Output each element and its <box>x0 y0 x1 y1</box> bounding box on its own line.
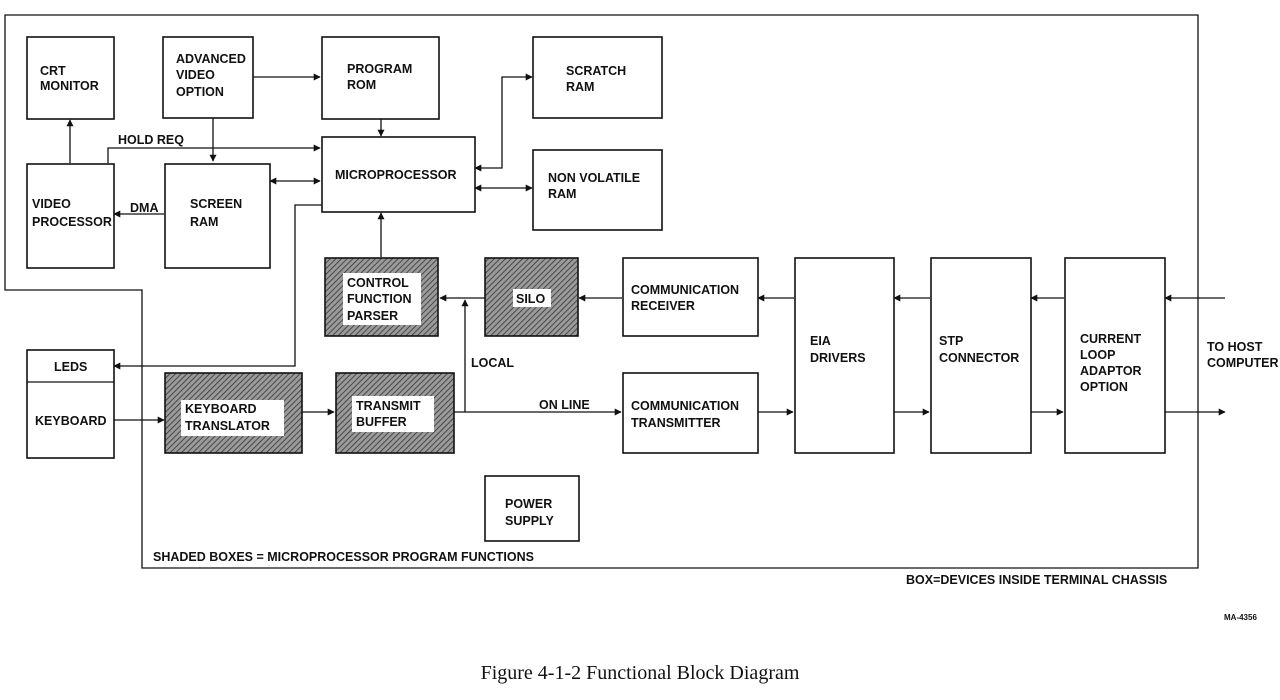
eia-drivers-label-2: DRIVERS <box>810 351 866 365</box>
figure-id: MA-4356 <box>1224 613 1257 622</box>
control-function-parser-label-1: CONTROL <box>347 276 409 290</box>
control-function-parser-block: CONTROL FUNCTION PARSER <box>324 257 439 337</box>
scratch-ram-label-2: RAM <box>566 80 594 94</box>
non-volatile-ram-label-1: NON VOLATILE <box>548 171 640 185</box>
power-supply-label-2: SUPPLY <box>505 514 555 528</box>
program-rom-label-1: PROGRAM <box>347 62 412 76</box>
communication-transmitter-label-1: COMMUNICATION <box>631 399 739 413</box>
control-function-parser-label-2: FUNCTION <box>347 292 412 306</box>
figure-caption: Figure 4-1-2 Functional Block Diagram <box>481 662 800 684</box>
video-processor-block: VIDEO PROCESSOR <box>26 163 115 269</box>
screen-ram-label-2: RAM <box>190 215 218 229</box>
on-line-label: ON LINE <box>539 398 590 412</box>
video-processor-label-1: VIDEO <box>32 197 71 211</box>
box-devices-note: BOX=DEVICES INSIDE TERMINAL CHASSIS <box>906 573 1167 587</box>
non-volatile-ram-block: NON VOLATILE RAM <box>532 149 663 231</box>
local-label: LOCAL <box>471 356 514 370</box>
non-volatile-ram-label-2: RAM <box>548 187 576 201</box>
communication-receiver-label-2: RECEIVER <box>631 299 695 313</box>
hold-req-label: HOLD REQ <box>118 133 184 147</box>
microprocessor-label: MICROPROCESSOR <box>335 168 457 182</box>
current-loop-adaptor-option-block: CURRENT LOOP ADAPTOR OPTION <box>1064 257 1166 454</box>
power-supply-label-1: POWER <box>505 497 552 511</box>
crt-monitor-label-2: MONITOR <box>40 79 99 93</box>
program-rom-label-2: ROM <box>347 78 376 92</box>
connections <box>66 73 1226 424</box>
current-loop-label-3: ADAPTOR <box>1080 364 1142 378</box>
keyboard-translator-label-2: TRANSLATOR <box>185 419 270 433</box>
to-host-label-2: COMPUTER <box>1207 356 1279 370</box>
leds-label: LEDS <box>54 360 87 374</box>
current-loop-label-1: CURRENT <box>1080 332 1141 346</box>
video-processor-label-2: PROCESSOR <box>32 215 112 229</box>
program-rom-block: PROGRAM ROM <box>321 36 440 120</box>
screen-ram-label-1: SCREEN <box>190 197 242 211</box>
chassis-outline <box>4 14 1199 569</box>
screen-ram-block: SCREEN RAM <box>164 163 271 269</box>
transmit-buffer-label-1: TRANSMIT <box>356 399 421 413</box>
transmit-buffer-label-2: BUFFER <box>356 415 407 429</box>
power-supply-block: POWER SUPPLY <box>484 475 580 542</box>
crt-monitor-label-1: CRT <box>40 64 66 78</box>
scratch-ram-label-1: SCRATCH <box>566 64 626 78</box>
leds-keyboard-block: LEDS KEYBOARD <box>26 349 115 459</box>
microprocessor-block: MICROPROCESSOR <box>321 136 476 213</box>
transmit-buffer-block: TRANSMIT BUFFER <box>335 372 455 454</box>
dma-label: DMA <box>130 201 158 215</box>
communication-receiver-block: COMMUNICATION RECEIVER <box>622 257 759 337</box>
stp-connector-label-1: STP <box>939 334 963 348</box>
communication-receiver-label-1: COMMUNICATION <box>631 283 739 297</box>
advanced-video-option-label-3: OPTION <box>176 85 224 99</box>
current-loop-label-2: LOOP <box>1080 348 1115 362</box>
stp-connector-block: STP CONNECTOR <box>930 257 1032 454</box>
crt-monitor-block: CRT MONITOR <box>26 36 115 120</box>
keyboard-label: KEYBOARD <box>35 414 107 428</box>
communication-transmitter-label-2: TRANSMITTER <box>631 416 721 430</box>
advanced-video-option-label-1: ADVANCED <box>176 52 246 66</box>
stp-connector-label-2: CONNECTOR <box>939 351 1019 365</box>
communication-transmitter-block: COMMUNICATION TRANSMITTER <box>622 372 759 454</box>
keyboard-translator-label-1: KEYBOARD <box>185 402 257 416</box>
to-host-label-1: TO HOST <box>1207 340 1263 354</box>
keyboard-translator-block: KEYBOARD TRANSLATOR <box>164 372 303 454</box>
silo-block: SILO <box>484 257 579 337</box>
eia-drivers-block: EIA DRIVERS <box>794 257 895 454</box>
advanced-video-option-label-2: VIDEO <box>176 68 215 82</box>
silo-label: SILO <box>516 292 545 306</box>
current-loop-label-4: OPTION <box>1080 380 1128 394</box>
advanced-video-option-block: ADVANCED VIDEO OPTION <box>162 36 254 119</box>
control-function-parser-label-3: PARSER <box>347 309 398 323</box>
shaded-boxes-note: SHADED BOXES = MICROPROCESSOR PROGRAM FU… <box>153 550 534 564</box>
eia-drivers-label-1: EIA <box>810 334 831 348</box>
scratch-ram-block: SCRATCH RAM <box>532 36 663 119</box>
